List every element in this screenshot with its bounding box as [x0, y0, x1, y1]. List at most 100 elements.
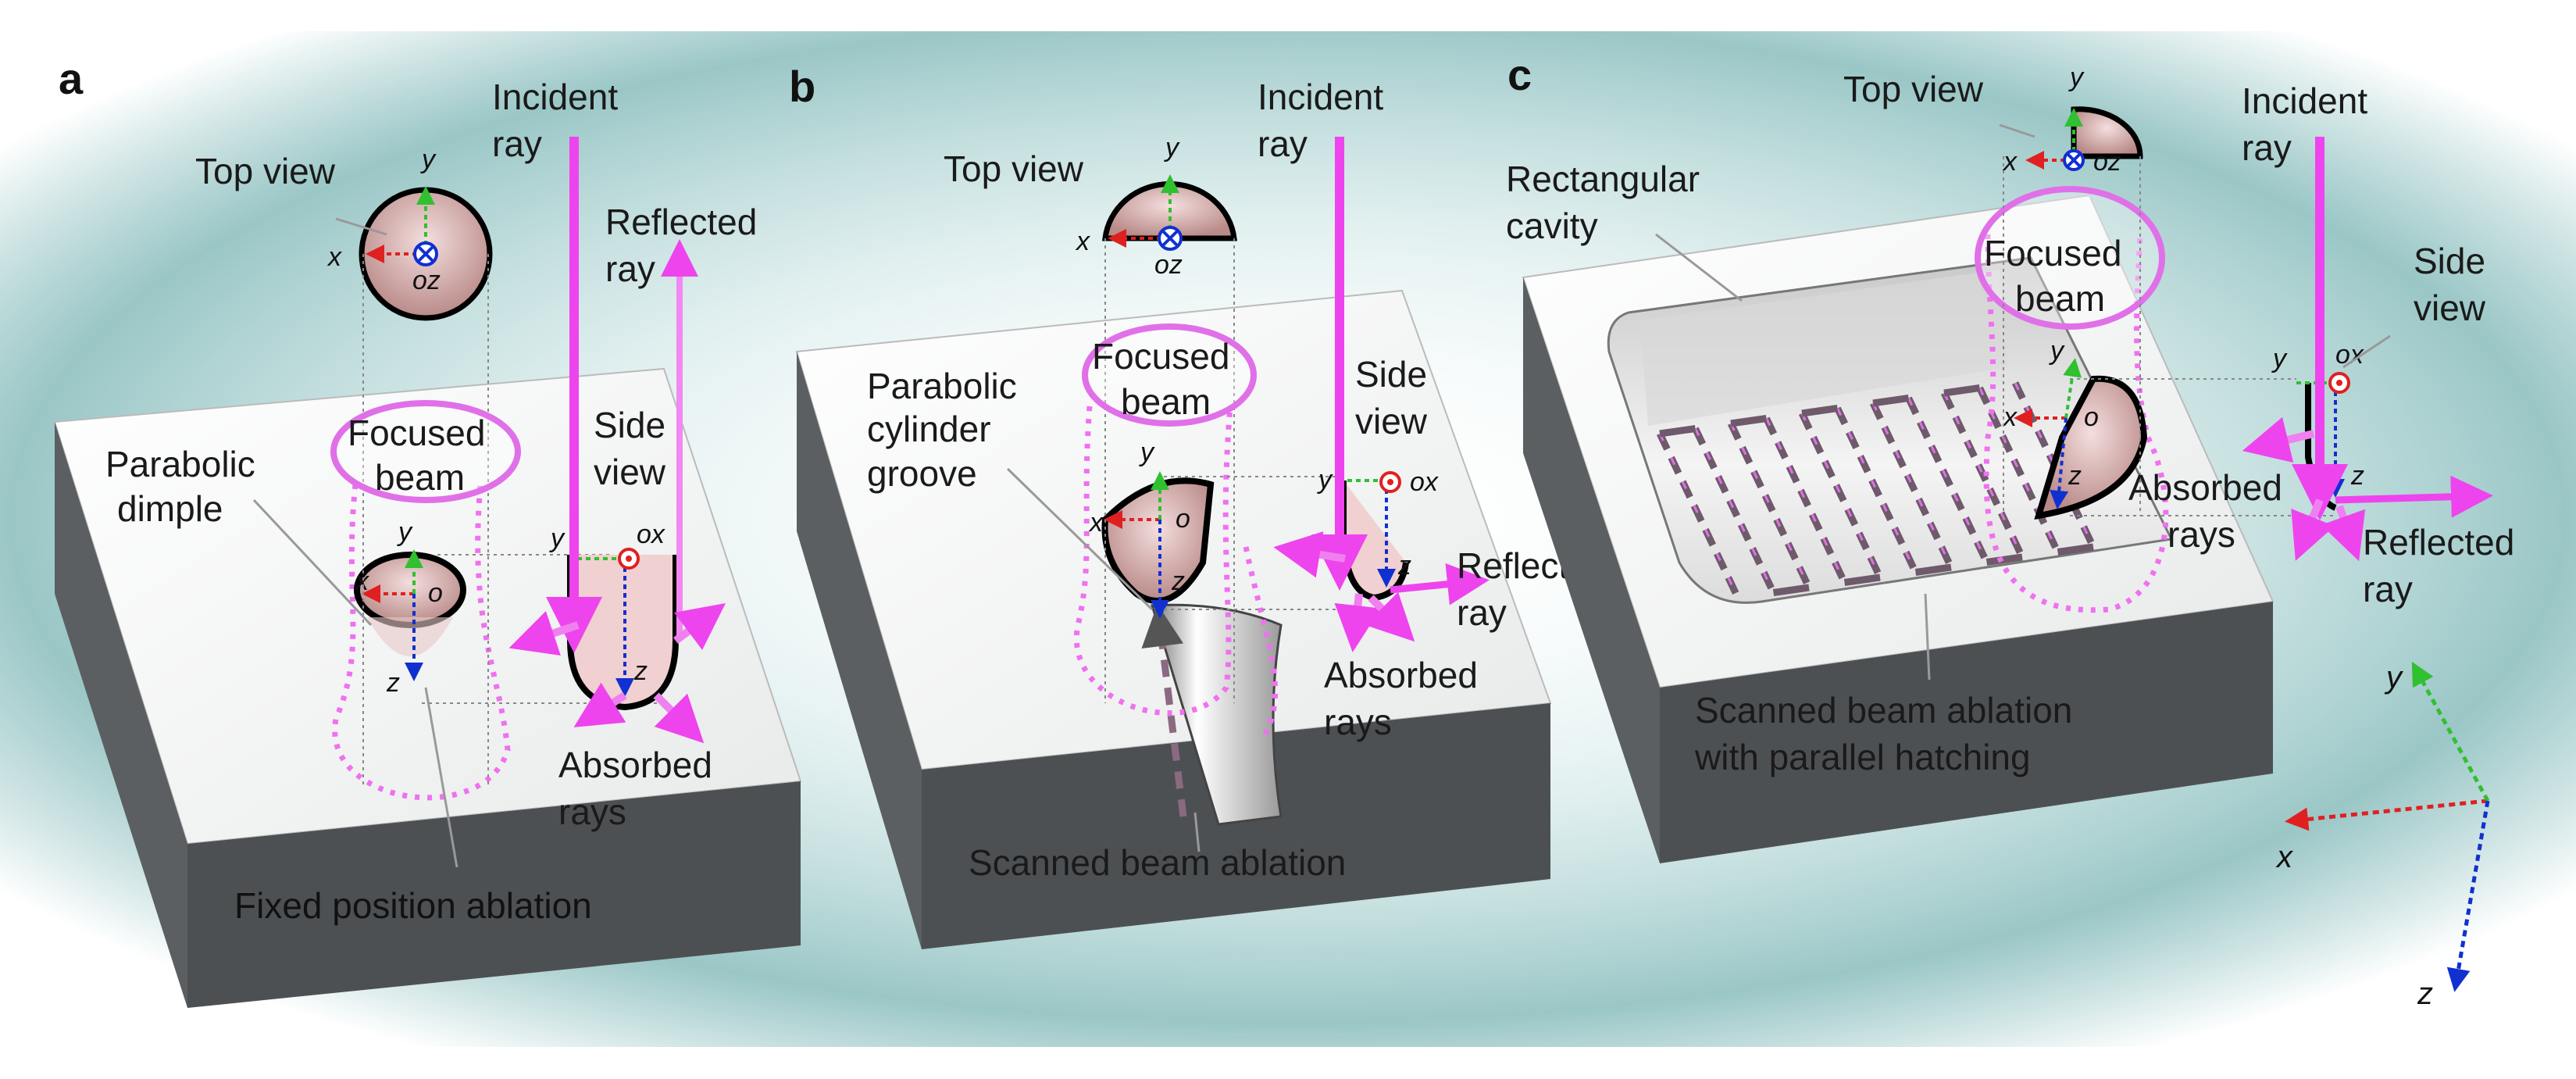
leader-line — [2342, 334, 2391, 369]
hatch-line-beam — [1907, 397, 1988, 563]
hatch-connector — [1730, 415, 1768, 427]
groove-label-line3: groove — [867, 453, 977, 494]
oz-cross-icon — [416, 245, 435, 263]
axis-label-y: y — [1139, 438, 1155, 467]
leader-line — [1655, 233, 1743, 302]
panel-b-letter: b — [789, 62, 815, 111]
triad-y-arrow — [2411, 661, 2490, 802]
reflected-ray-c-line1: Reflected — [2363, 522, 2514, 563]
top-label-x: x — [326, 242, 342, 272]
reflected-ray-c-line2: ray — [2363, 569, 2413, 609]
oz-cross-icon — [1161, 229, 1179, 248]
rectangular-cavity-line1: Rectangular — [1506, 159, 1700, 199]
parabolic-dimple-line2: dimple — [117, 488, 223, 529]
top-label-y: y — [2068, 63, 2085, 92]
hatch-line-beam — [1943, 392, 2024, 558]
panel-c-letter: c — [1507, 50, 1532, 99]
panel-a-letter: a — [59, 54, 84, 103]
block-c-left — [1523, 277, 1660, 863]
absorbed-rays-a-line2: rays — [558, 791, 626, 832]
absorbed-rays-c-line2: rays — [2167, 514, 2235, 555]
top-label-x: x — [1075, 227, 1090, 256]
leader-line — [1924, 593, 1931, 681]
triad-label-y: y — [2384, 660, 2404, 695]
scan-path-arrow — [1141, 604, 1187, 817]
side-label-y: y — [2271, 344, 2288, 373]
absorbed-rays-c-line1: Absorbed — [2128, 467, 2282, 508]
axis-label-o: o — [2084, 402, 2099, 432]
axis-label-o: o — [428, 578, 443, 608]
parabolic-dimple — [354, 552, 466, 628]
leader-line — [424, 687, 458, 868]
panel-b: x y o z x y oz y ox z — [789, 62, 1608, 949]
triad-z-arrow — [2446, 800, 2490, 992]
top-label-oz: oz — [1154, 250, 1183, 280]
absorbed-ray — [673, 603, 726, 650]
axis-label-z: z — [1171, 566, 1185, 596]
hatch-connector — [1843, 573, 1881, 586]
caption-a: Fixed position ablation — [234, 885, 592, 926]
side-label-z: z — [2350, 461, 2364, 491]
axis-label-x: x — [2002, 402, 2018, 432]
incident-ray-c-line1: Incident — [2242, 80, 2367, 121]
ox-dot-icon — [626, 556, 632, 562]
top-view-c-quarter-disc — [2071, 106, 2143, 159]
panel-c: x y o z x y oz y ox z — [1506, 50, 2514, 863]
leader-line — [1999, 123, 2035, 138]
axis-label-x: x — [354, 566, 369, 596]
hatch-line-beam — [1658, 433, 1739, 598]
top-label-x: x — [2002, 147, 2018, 177]
caption-b: Scanned beam ablation — [969, 842, 1346, 883]
side-label-ox: ox — [637, 520, 665, 549]
top-view-b-label: Top view — [944, 148, 1084, 189]
axis-label-x: x — [1088, 508, 1104, 538]
leader-line — [252, 498, 373, 627]
block-c-front — [1660, 602, 2273, 863]
focused-beam-b-line2: beam — [1121, 381, 1211, 422]
absorbed-ray — [2291, 498, 2335, 561]
incident-ray-c-line2: ray — [2242, 127, 2292, 168]
absorbed-rays-b-line1: Absorbed — [1324, 655, 1478, 695]
incident-ray-b-line1: Incident — [1258, 77, 1383, 117]
absorbed-ray — [508, 611, 580, 656]
beam-envelope-a — [332, 484, 511, 801]
hatch-line-beam — [1800, 413, 1882, 578]
focused-beam-a-line1: Focused — [348, 413, 485, 453]
absorbed-ray — [1273, 531, 1346, 578]
side-view-a-line1: Side — [594, 405, 665, 445]
triad-label-z: z — [2417, 977, 2433, 1011]
absorbed-ray — [653, 692, 705, 744]
axis-label-y: y — [397, 517, 413, 547]
axis-label-z: z — [386, 668, 400, 698]
focused-beam-c-line2: beam — [2015, 278, 2105, 319]
triad-label-x: x — [2275, 840, 2294, 874]
hatch-connector — [1772, 584, 1810, 596]
rectangular-cavity-line2: cavity — [1506, 205, 1598, 246]
top-label-oz: oz — [412, 266, 441, 295]
focused-beam-c-ellipse — [1975, 186, 2165, 330]
focused-beam-b-line1: Focused — [1092, 336, 1229, 377]
hatch-connector — [1659, 425, 1697, 438]
side-label-y: y — [549, 523, 566, 553]
ox-dot-icon — [2336, 380, 2342, 386]
side-label-y: y — [1317, 465, 1333, 495]
reflected-ray-b — [1390, 563, 1490, 606]
axis-label-o: o — [1176, 504, 1190, 534]
groove-label-line1: Parabolic — [867, 366, 1017, 406]
parabolic-cylinder-groove — [1151, 603, 1283, 826]
reflected-ray-a-line1: Reflected — [605, 202, 757, 242]
top-label-y: y — [1164, 133, 1180, 163]
reflected-ray-c — [2335, 475, 2493, 518]
caption-c-line2: with parallel hatching — [1694, 737, 2031, 777]
side-view-a-line2: view — [594, 452, 666, 492]
top-label-y: y — [420, 145, 437, 174]
hatch-line-beam — [1978, 387, 2059, 553]
side-view-b-line2: view — [1355, 401, 1428, 441]
absorbed-rays-a-line1: Absorbed — [558, 745, 712, 785]
hatch-line-beam — [1836, 407, 1917, 573]
ox-dot-icon — [1387, 479, 1393, 485]
leader-line — [1193, 812, 1201, 852]
incident-ray-a-line2: ray — [492, 123, 542, 164]
